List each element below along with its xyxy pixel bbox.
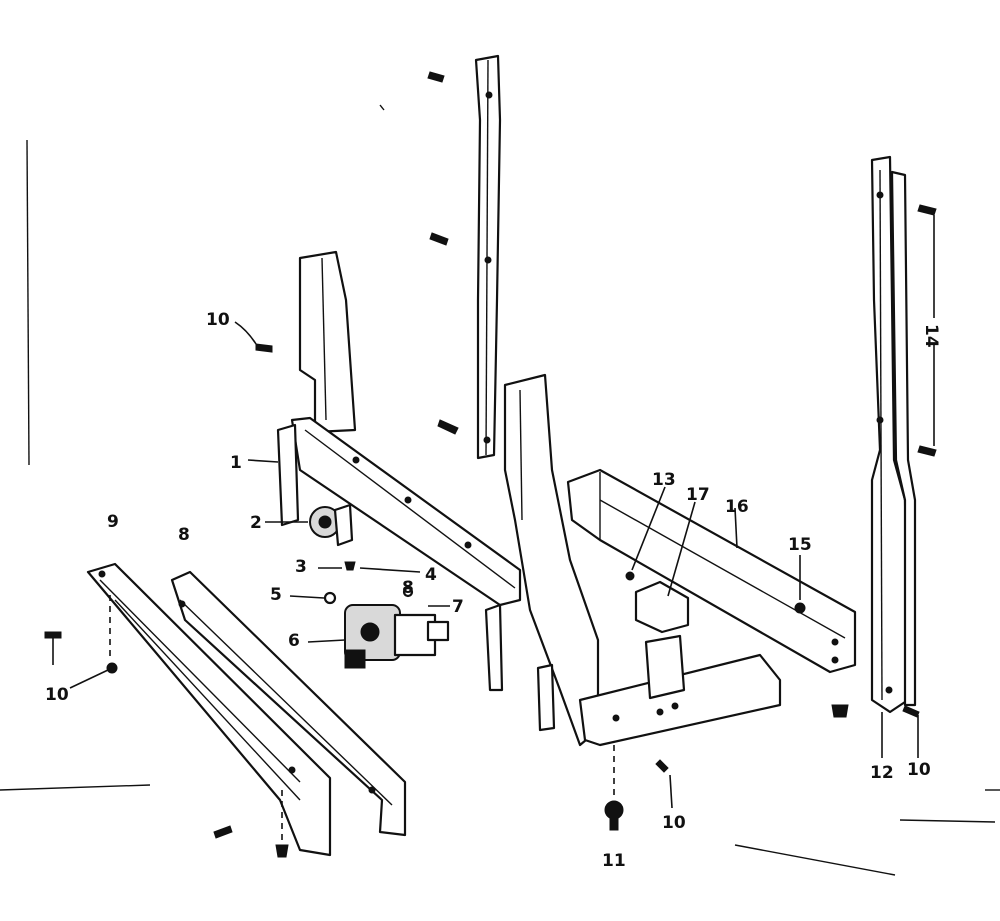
screw-rail-top	[427, 71, 445, 83]
leader-16	[734, 507, 738, 549]
part-5	[323, 591, 337, 605]
leader-1	[247, 459, 279, 463]
screw-10-top	[255, 343, 273, 353]
callout-2: 2	[250, 513, 262, 533]
callout-4: 4	[425, 565, 437, 585]
callout-10-bottom: 10	[662, 813, 686, 833]
leader-4	[359, 567, 421, 573]
angle-rail-9	[86, 562, 332, 857]
stray-mark-right	[899, 819, 996, 823]
callout-5: 5	[270, 585, 282, 605]
screw-18	[902, 705, 920, 718]
callout-7: 7	[452, 597, 464, 617]
callout-1: 1	[230, 453, 242, 473]
screw-bottom-center	[275, 844, 289, 858]
side-plate-1	[276, 423, 300, 527]
screw-13	[625, 571, 635, 581]
stray-mark-center	[379, 104, 385, 111]
screw-10-bottom	[655, 759, 669, 773]
callout-8: 8	[178, 525, 190, 545]
callout-8a: 8	[402, 578, 414, 598]
part-7	[426, 620, 450, 642]
leader-10-left	[69, 669, 109, 689]
leader-6	[307, 639, 346, 643]
leader-10-bottom	[669, 774, 673, 809]
leader-10-top	[234, 321, 257, 345]
foot-11	[604, 800, 624, 831]
foot-rear-right	[831, 704, 849, 718]
callout-3: 3	[295, 557, 307, 577]
callout-9: 9	[107, 512, 119, 532]
callout-13: 13	[652, 470, 676, 490]
screw-3	[344, 561, 356, 571]
vertical-rail-right	[870, 155, 917, 714]
screw-bottom-left	[213, 825, 233, 839]
screw-9-left	[44, 631, 62, 665]
bracket-17	[634, 580, 690, 634]
callout-14: 14	[921, 324, 941, 348]
crossbar-4	[290, 416, 522, 607]
angle-rail-8	[170, 570, 407, 837]
callout-11: 11	[602, 851, 626, 871]
screw-10-left	[106, 662, 118, 674]
callout-17: 17	[686, 485, 710, 505]
front-base-plate	[578, 634, 782, 747]
left-edge-line	[26, 139, 30, 466]
motor-6	[344, 604, 437, 669]
stray-mark-bottom	[734, 844, 896, 876]
vertical-rail-center	[474, 54, 502, 460]
callout-18: 10	[907, 760, 931, 780]
stray-mark-left	[0, 784, 151, 791]
screw-rail-low	[437, 419, 459, 435]
callout-10-top: 10	[206, 310, 230, 330]
small-bracket	[536, 663, 556, 732]
leader-17	[667, 501, 696, 597]
callout-16: 16	[725, 497, 749, 517]
leader-13	[631, 486, 666, 571]
rear-frame-16	[566, 468, 857, 674]
gear-assembly-2	[309, 503, 354, 547]
leader-5	[289, 595, 325, 599]
screw-14-bottom	[917, 445, 937, 457]
callout-6: 6	[288, 631, 300, 651]
upright-bracket-left	[298, 250, 357, 434]
callout-12: 12	[870, 763, 894, 783]
screw-14-top	[917, 204, 937, 216]
callout-10-left: 10	[45, 685, 69, 705]
part-8	[402, 586, 414, 598]
screw-rail-mid	[429, 232, 449, 246]
callout-15: 15	[788, 535, 812, 555]
